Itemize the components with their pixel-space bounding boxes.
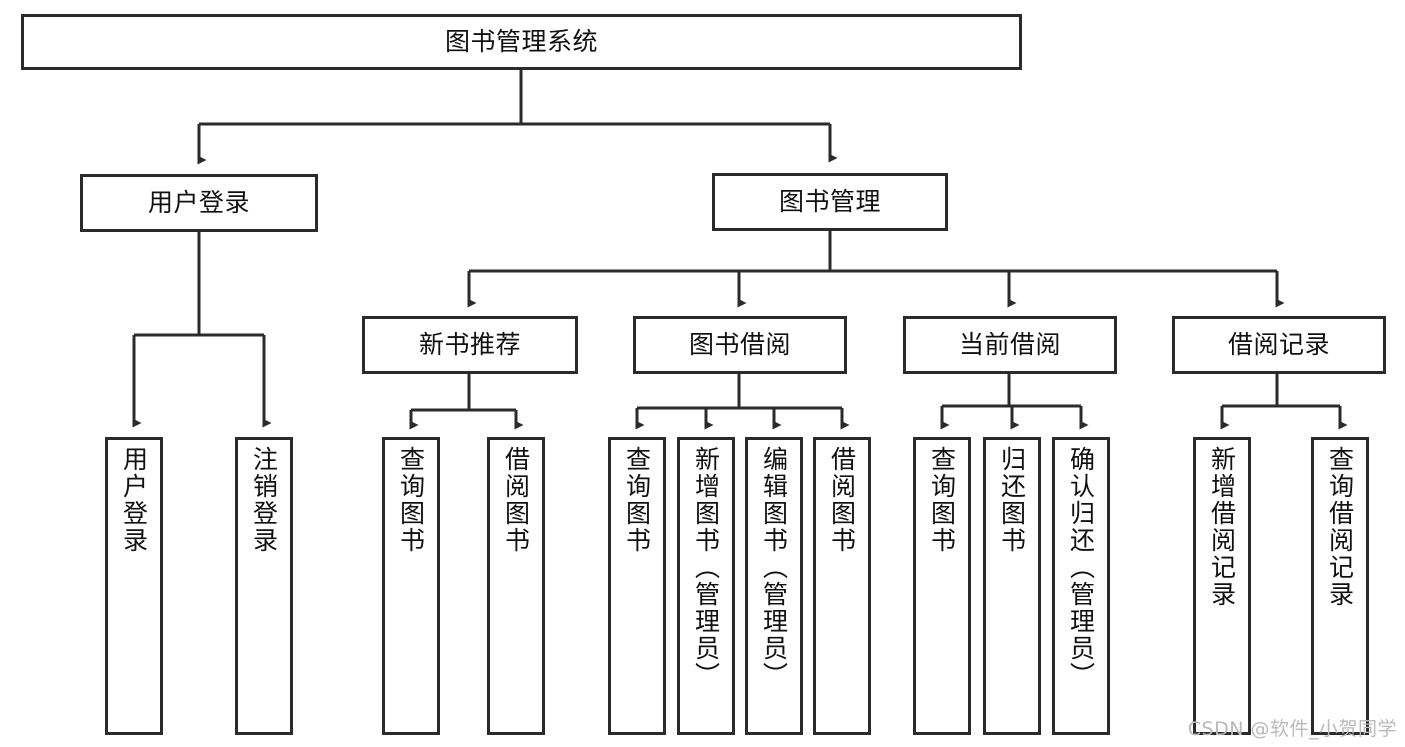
node-current-borrow-label: 当前借阅 xyxy=(958,330,1061,359)
node-current-borrow[interactable]: 当前借阅 xyxy=(903,316,1117,374)
leaf-borrow-lend-book[interactable]: 借阅图书 xyxy=(813,437,871,735)
leaf-current-return-book[interactable]: 归还图书 xyxy=(983,437,1041,735)
leaf-current-confirm-return[interactable]: 确认归还（管理员） xyxy=(1052,437,1110,735)
node-book-manage-label: 图书管理 xyxy=(778,187,881,216)
leaf-current-confirm-return-label: 确认归还（管理员） xyxy=(1066,446,1096,689)
leaf-record-add[interactable]: 新增借阅记录 xyxy=(1193,437,1251,735)
watermark-text: CSDN @软件_小贺同学 xyxy=(1187,718,1397,740)
leaf-rec-borrow-book[interactable]: 借阅图书 xyxy=(487,437,545,735)
leaf-rec-borrow-book-label: 借阅图书 xyxy=(501,446,531,554)
node-new-book-rec-label: 新书推荐 xyxy=(418,330,521,359)
leaf-current-query-book-label: 查询图书 xyxy=(927,446,957,554)
leaf-user-logout[interactable]: 注销登录 xyxy=(235,437,293,735)
leaf-rec-query-book-label: 查询图书 xyxy=(396,446,426,554)
node-book-manage[interactable]: 图书管理 xyxy=(712,173,948,231)
leaf-user-login-label: 用户登录 xyxy=(119,446,149,554)
node-book-borrow-label: 图书借阅 xyxy=(688,330,791,359)
leaf-record-search-label: 查询借阅记录 xyxy=(1325,446,1355,608)
leaf-current-return-book-label: 归还图书 xyxy=(997,446,1027,554)
leaf-borrow-add-book[interactable]: 新增图书（管理员） xyxy=(677,437,735,735)
leaf-rec-query-book[interactable]: 查询图书 xyxy=(382,437,440,735)
node-borrow-record-label: 借阅记录 xyxy=(1227,330,1330,359)
leaf-user-login[interactable]: 用户登录 xyxy=(105,437,163,735)
leaf-borrow-query-book-label: 查询图书 xyxy=(622,446,652,554)
leaf-record-add-label: 新增借阅记录 xyxy=(1207,446,1237,608)
node-book-borrow[interactable]: 图书借阅 xyxy=(633,316,847,374)
node-user-login-label: 用户登录 xyxy=(147,188,250,217)
leaf-borrow-add-book-label: 新增图书（管理员） xyxy=(691,446,721,689)
node-root-label: 图书管理系统 xyxy=(444,27,598,56)
leaf-borrow-edit-book[interactable]: 编辑图书（管理员） xyxy=(745,437,803,735)
node-root[interactable]: 图书管理系统 xyxy=(21,14,1022,70)
leaf-user-logout-label: 注销登录 xyxy=(249,446,279,554)
leaf-borrow-query-book[interactable]: 查询图书 xyxy=(608,437,666,735)
node-borrow-record[interactable]: 借阅记录 xyxy=(1172,316,1386,374)
node-user-login[interactable]: 用户登录 xyxy=(80,174,318,232)
leaf-record-search[interactable]: 查询借阅记录 xyxy=(1311,437,1369,735)
leaf-current-query-book[interactable]: 查询图书 xyxy=(913,437,971,735)
leaf-borrow-edit-book-label: 编辑图书（管理员） xyxy=(759,446,789,689)
node-new-book-rec[interactable]: 新书推荐 xyxy=(362,316,578,374)
leaf-borrow-lend-book-label: 借阅图书 xyxy=(827,446,857,554)
